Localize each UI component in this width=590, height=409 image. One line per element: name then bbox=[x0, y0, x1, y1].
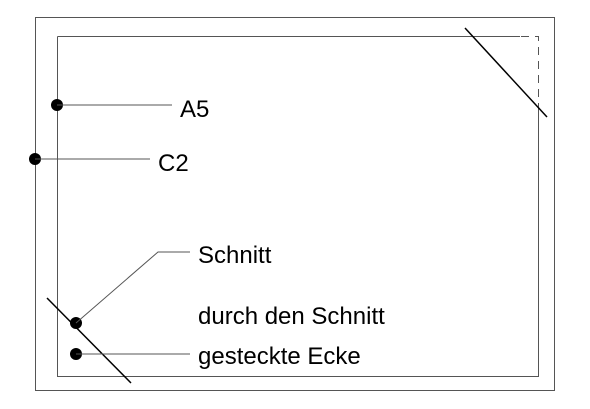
inserted-corner-label: gesteckte Ecke bbox=[198, 343, 361, 370]
bottom-left-cut-line bbox=[46, 297, 132, 384]
outer-sheet-c2 bbox=[35, 17, 555, 391]
cut-leader-line bbox=[75, 251, 190, 324]
top-right-cut-line bbox=[464, 27, 548, 118]
through-cut-label: durch den Schnitt bbox=[198, 303, 385, 330]
c2-label: C2 bbox=[158, 150, 189, 177]
cut-label: Schnitt bbox=[198, 242, 272, 269]
bottom-left-fold-dashed bbox=[57, 300, 125, 377]
top-right-fold-dashed bbox=[465, 36, 539, 105]
inner-sheet-a5 bbox=[57, 36, 539, 377]
a5-label: A5 bbox=[180, 96, 209, 123]
